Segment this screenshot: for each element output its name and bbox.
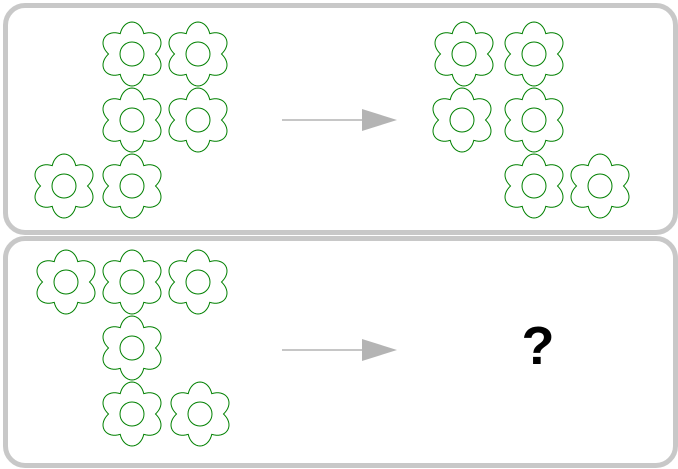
example-arrow-icon xyxy=(282,109,397,131)
flower-icon xyxy=(102,153,162,219)
flower-icon xyxy=(570,153,630,219)
flower-icon xyxy=(504,21,564,87)
flower-icon xyxy=(170,381,230,447)
flower-icon xyxy=(432,87,492,153)
flower-icon xyxy=(168,87,228,153)
answer-question-mark: ? xyxy=(521,316,555,376)
flower-icon xyxy=(434,21,494,87)
flower-icon xyxy=(168,249,228,315)
flower-icon xyxy=(102,315,162,381)
flower-icon xyxy=(102,87,162,153)
query-panel xyxy=(3,236,678,468)
example-panel xyxy=(3,3,678,235)
flower-icon xyxy=(102,249,162,315)
query-arrow-icon xyxy=(282,339,397,361)
example-output-grid xyxy=(432,21,630,219)
flower-icon xyxy=(34,153,94,219)
flower-icon xyxy=(36,249,96,315)
flower-icon xyxy=(102,21,162,87)
query-input-grid xyxy=(36,249,230,447)
flower-icon xyxy=(504,153,564,219)
flower-icon xyxy=(102,381,162,447)
example-input-grid xyxy=(34,21,228,219)
flower-icon xyxy=(168,21,228,87)
flower-icon xyxy=(504,87,564,153)
